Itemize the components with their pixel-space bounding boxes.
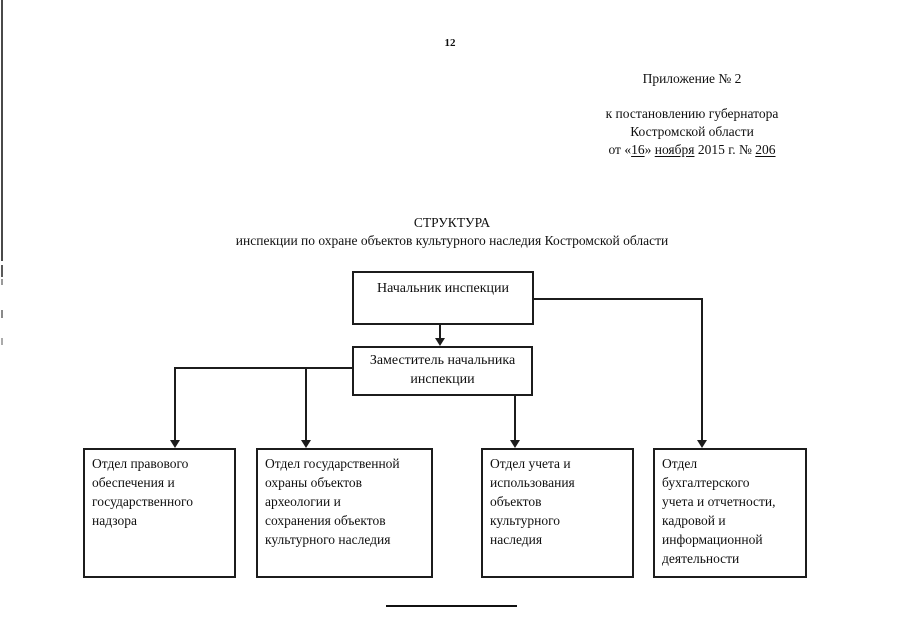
appendix-header: Приложение № 2 к постановлению губернато… xyxy=(585,70,799,159)
edge-artifact-segment xyxy=(1,279,3,285)
date-month-underlined: ноября xyxy=(654,142,695,157)
appendix-line: к постановлению губернатора xyxy=(605,106,779,121)
arrowhead-dept3 xyxy=(510,440,520,448)
connector-chief-deputy xyxy=(439,325,441,339)
edge-artifact-segment xyxy=(1,310,3,318)
node-department-bookkeeping: Отдел бухгалтерского учета и отчетности,… xyxy=(653,448,807,578)
node-department-legal: Отдел правового обеспечения и государств… xyxy=(83,448,236,578)
edge-artifact-segment xyxy=(1,0,3,261)
connector-chief-dept4-vertical xyxy=(701,298,703,441)
connector-deputy-left-horizontal xyxy=(174,367,352,369)
page-number: 12 xyxy=(444,37,456,49)
appendix-date-line: от «16» ноября 2015 г. № 206 xyxy=(585,141,799,159)
title-line-1: СТРУКТУРА xyxy=(413,215,491,230)
title-line-2: инспекции по охране объектов культурного… xyxy=(235,233,669,248)
node-deputy-chief: Заместитель начальника инспекции xyxy=(352,346,533,396)
node-department-accounting-use: Отдел учета и использования объектов кул… xyxy=(481,448,634,578)
arrowhead-deputy xyxy=(435,338,445,346)
edge-artifact-segment xyxy=(1,265,3,277)
node-department-state-protection: Отдел государственной охраны объектов ар… xyxy=(256,448,433,578)
edge-artifact-segment xyxy=(1,338,3,345)
connector-deputy-dept3-vertical xyxy=(514,396,516,441)
date-prefix: от « xyxy=(608,142,632,157)
document-title: СТРУКТУРА инспекции по охране объектов к… xyxy=(152,214,752,250)
appendix-title: Приложение № 2 xyxy=(642,71,742,86)
node-chief-of-inspection: Начальник инспекции xyxy=(352,271,534,325)
connector-deputy-dept2-vertical xyxy=(305,367,307,441)
date-separator: » xyxy=(644,142,655,157)
arrowhead-dept1 xyxy=(170,440,180,448)
arrowhead-dept4 xyxy=(697,440,707,448)
decree-number-underlined: 206 xyxy=(755,142,776,157)
appendix-line: Костромской области xyxy=(630,124,754,139)
connector-chief-dept4-horizontal xyxy=(534,298,703,300)
connector-deputy-dept1-vertical xyxy=(174,367,176,441)
footer-rule xyxy=(386,605,517,607)
arrowhead-dept2 xyxy=(301,440,311,448)
date-year-text: 2015 г. № xyxy=(694,142,756,157)
date-day-underlined: 16 xyxy=(631,142,645,157)
